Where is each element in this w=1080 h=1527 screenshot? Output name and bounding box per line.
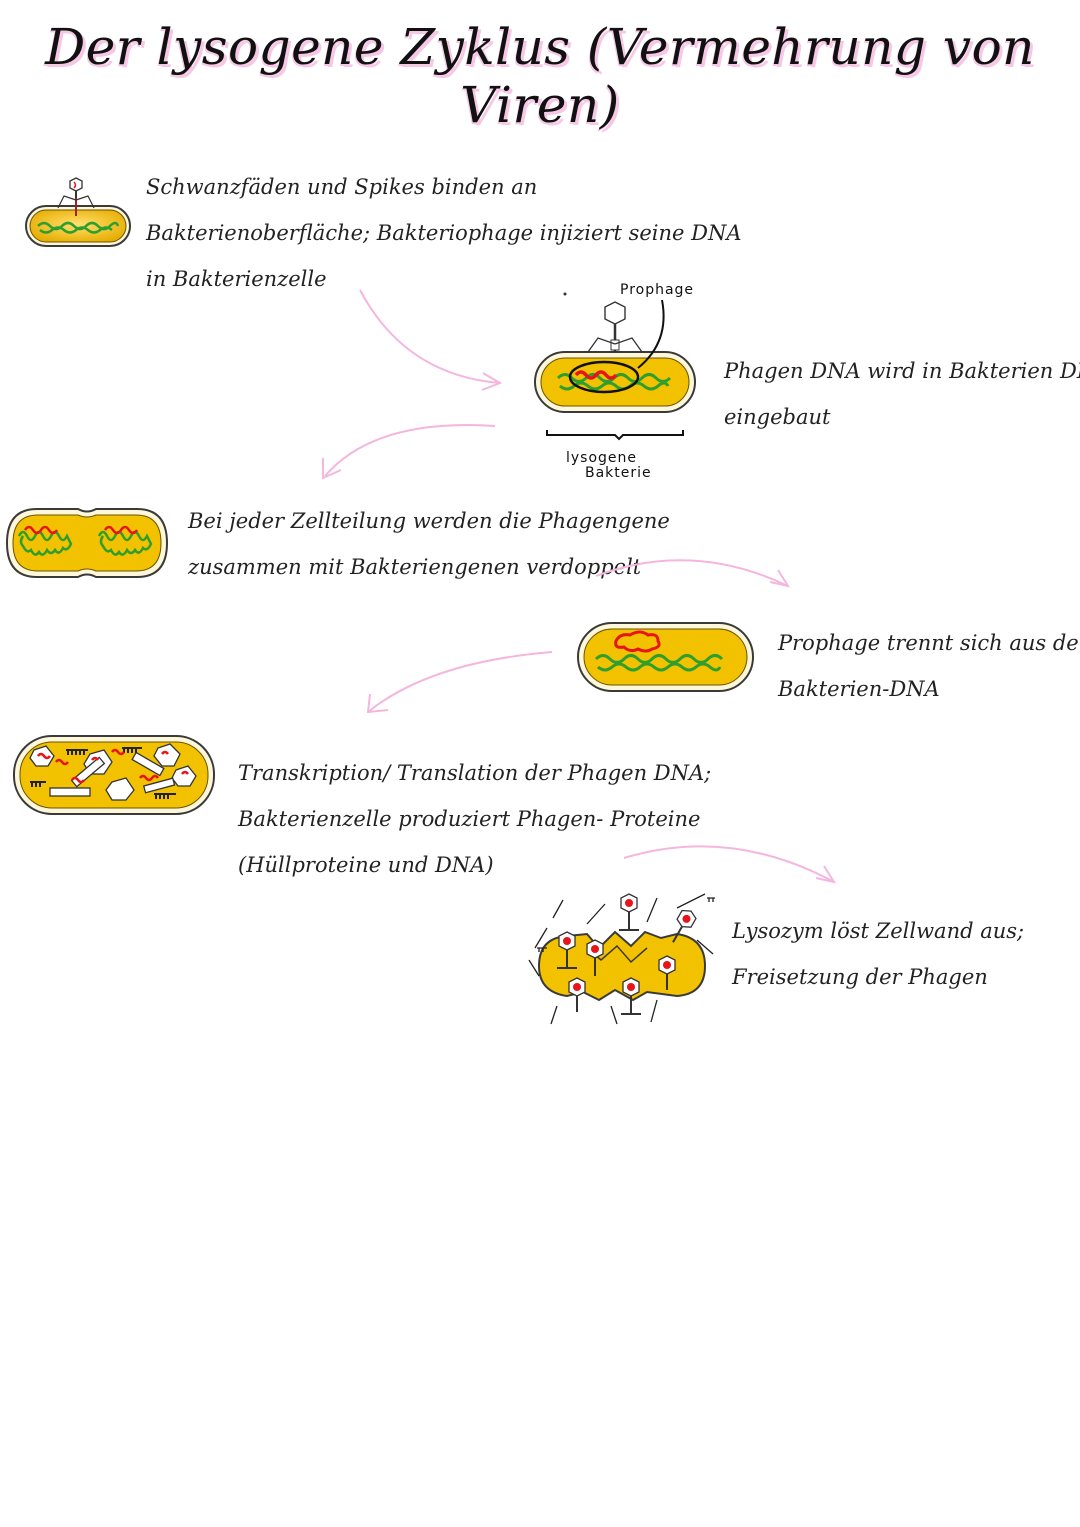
text-line: Bakterienzelle produziert Phagen- Protei… [238, 807, 701, 831]
phage-icon [672, 909, 697, 943]
bacterial-dna [594, 654, 724, 672]
prophage-pointer-line [637, 299, 665, 369]
step4-illustration [577, 622, 754, 692]
arrow-step3-to-step4 [595, 559, 791, 588]
daughter-dna-right [97, 530, 153, 556]
phage-components [29, 743, 197, 801]
phage-icon [557, 931, 577, 969]
text-line: Bei jeder Zellteilung werden die Phageng… [188, 509, 670, 533]
tail-fibers [30, 747, 176, 799]
lysogene-label-line2: Bakterie [585, 465, 652, 481]
lysogene-brace [546, 430, 684, 441]
step1-text: Schwanzfäden und Spikes binden an Bakter… [146, 164, 742, 302]
phage-icon [587, 301, 643, 353]
text-line: Freisetzung der Phagen [732, 965, 988, 989]
phage-icon [57, 177, 95, 216]
text-line: zusammen mit Bakteriengenen verdoppelt [188, 555, 642, 579]
phage-dna-left [23, 525, 59, 535]
text-line: Schwanzfäden und Spikes binden an [146, 175, 538, 199]
text-line: Lysozym löst Zellwand aus; [732, 919, 1025, 943]
step6-text: Lysozym löst Zellwand aus; Freisetzung d… [732, 908, 1024, 1000]
text-line: Transkription/ Translation der Phagen DN… [238, 761, 712, 785]
arrow-step4-to-step5 [366, 651, 553, 714]
phage-dna-integrated [574, 370, 618, 380]
prophage-marker [568, 360, 640, 394]
lysogene-label-line1: lysogene [566, 450, 638, 466]
step5-text: Transkription/ Translation der Phagen DN… [238, 750, 711, 888]
arrow-step5-to-step6 [623, 845, 837, 884]
text-line: Bakterienoberfläche; Bakteriophage injiz… [146, 221, 742, 245]
step3-illustration [5, 508, 169, 578]
step3-text: Bei jeder Zellteilung werden die Phageng… [188, 498, 670, 590]
phage-icon [619, 893, 639, 931]
released-phages [557, 893, 697, 1015]
phage-icon [586, 939, 604, 976]
text-line: Bakterien-DNA [778, 677, 940, 701]
tail-fiber-strokes [528, 893, 715, 1025]
step2-text: Phagen DNA wird in Bakterien DNA eingeba… [724, 348, 1080, 440]
text-line: (Hüllproteine und DNA) [238, 853, 494, 877]
phage-dna-right [103, 525, 139, 535]
step5-illustration [13, 735, 215, 815]
phage-dna-copies [37, 748, 189, 784]
phage-icon [568, 977, 586, 1012]
arrow-step1-to-step2 [359, 289, 503, 391]
prophage-label: Prophage [620, 282, 695, 298]
step2-illustration [534, 292, 696, 441]
step6-illustration [528, 893, 715, 1025]
text-line: Prophage trennt sich aus der [778, 631, 1080, 655]
phage-icon [658, 955, 676, 990]
text-line: Phagen DNA wird in Bakterien DNA [724, 359, 1080, 383]
bacterial-dna [37, 221, 120, 234]
text-line: eingebaut [724, 405, 831, 429]
text-line: in Bakterienzelle [146, 267, 327, 291]
excised-prophage-dna [614, 630, 661, 653]
arrow-step2-to-step3 [322, 424, 496, 480]
step4-text: Prophage trennt sich aus der Bakterien-D… [778, 620, 1080, 712]
step1-illustration [25, 177, 131, 247]
page-title: Der lysogene Zyklus (Vermehrung von Vire… [45, 18, 1035, 134]
phage-icon [621, 977, 641, 1015]
daughter-dna-left [17, 530, 73, 556]
